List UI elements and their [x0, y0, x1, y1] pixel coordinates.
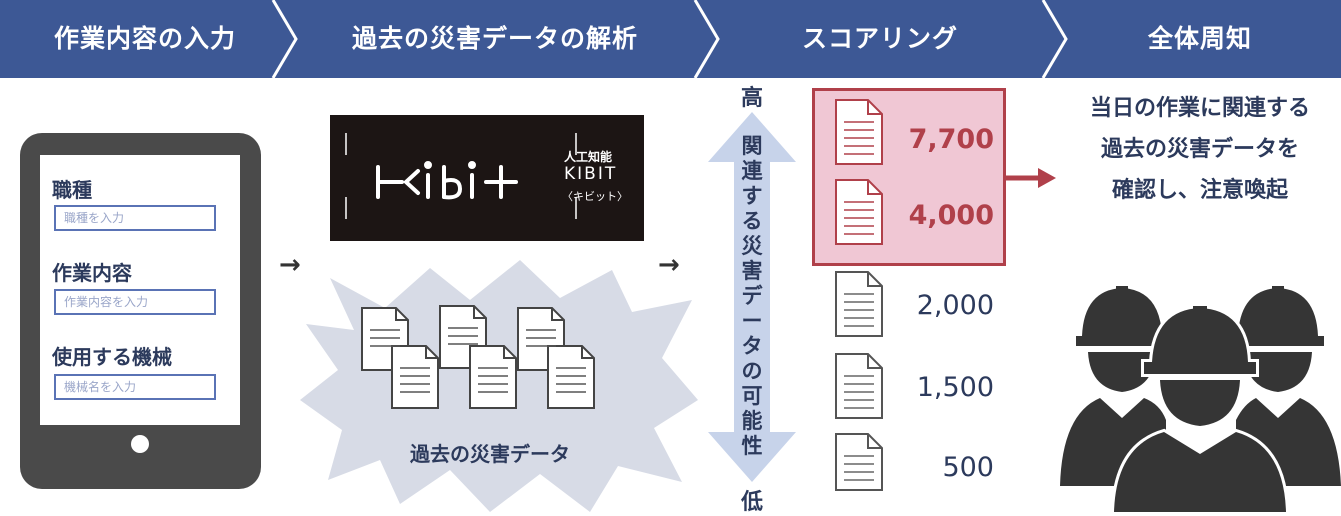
job-type-input[interactable]: 職種を入力 [54, 205, 216, 231]
notice-line: 当日の作業に関連する [1089, 96, 1310, 121]
relevance-double-arrow-icon [708, 112, 796, 482]
score-documents [835, 99, 883, 491]
score-value: 4,000 [908, 200, 994, 231]
field-label-machine: 使用する機械 [52, 345, 172, 369]
chevron-divider-3 [1041, 0, 1068, 78]
notice-text: 当日の作業に関連する 過去の災害データを 確認し、注意喚起 [1075, 88, 1325, 211]
field-label-job-type: 職種 [52, 178, 92, 202]
notice-line: 確認し、注意喚起 [1111, 178, 1288, 203]
document-icon [835, 353, 883, 419]
score-value: 2,000 [916, 290, 994, 321]
document-icon [391, 345, 439, 409]
work-content-input[interactable]: 作業内容を入力 [54, 289, 216, 315]
axis-vertical-label: 関連する災害データの可能性 [741, 134, 763, 458]
score-value: 1,500 [916, 372, 994, 403]
stage-analysis: 過去の災害データの解析 [351, 24, 638, 53]
past-data-label: 過去の災害データ [410, 442, 570, 466]
stage-input: 作業内容の入力 [53, 24, 236, 53]
chevron-divider-1 [271, 0, 298, 78]
flow-arrow-icon: → [279, 250, 301, 280]
field-label-work-content: 作業内容 [52, 261, 132, 285]
document-icon [835, 433, 883, 491]
flow-arrow-icon: → [658, 250, 680, 280]
process-header-bar [0, 0, 1341, 78]
kibit-logo-panel [330, 115, 644, 241]
notice-line: 過去の災害データを [1100, 137, 1299, 162]
document-icon-highlighted [835, 99, 883, 165]
document-icon [547, 345, 595, 409]
red-arrow-icon [1006, 168, 1056, 188]
score-value: 7,700 [908, 124, 994, 155]
workers-helmet-icon [1060, 286, 1341, 512]
past-data-burst [300, 260, 698, 512]
kibit-logo-mark-icon [345, 133, 577, 219]
kibit-name-label: KIBIT [564, 164, 618, 184]
document-icon-highlighted [835, 179, 883, 245]
stage-scoring: スコアリング [801, 24, 958, 53]
machine-input[interactable]: 機械名を入力 [54, 374, 216, 400]
document-icon [469, 345, 517, 409]
kibit-ai-label: 人工知能 [564, 150, 613, 164]
document-icon [835, 271, 883, 337]
chevron-divider-2 [693, 0, 720, 78]
axis-high-label: 高 [740, 86, 763, 111]
axis-low-label: 低 [740, 490, 763, 515]
stage-announce: 全体周知 [1147, 24, 1252, 53]
kibit-reading-label: 〈キビット〉 [562, 190, 628, 203]
score-value: 500 [942, 452, 994, 483]
tablet-home-button [131, 435, 149, 453]
